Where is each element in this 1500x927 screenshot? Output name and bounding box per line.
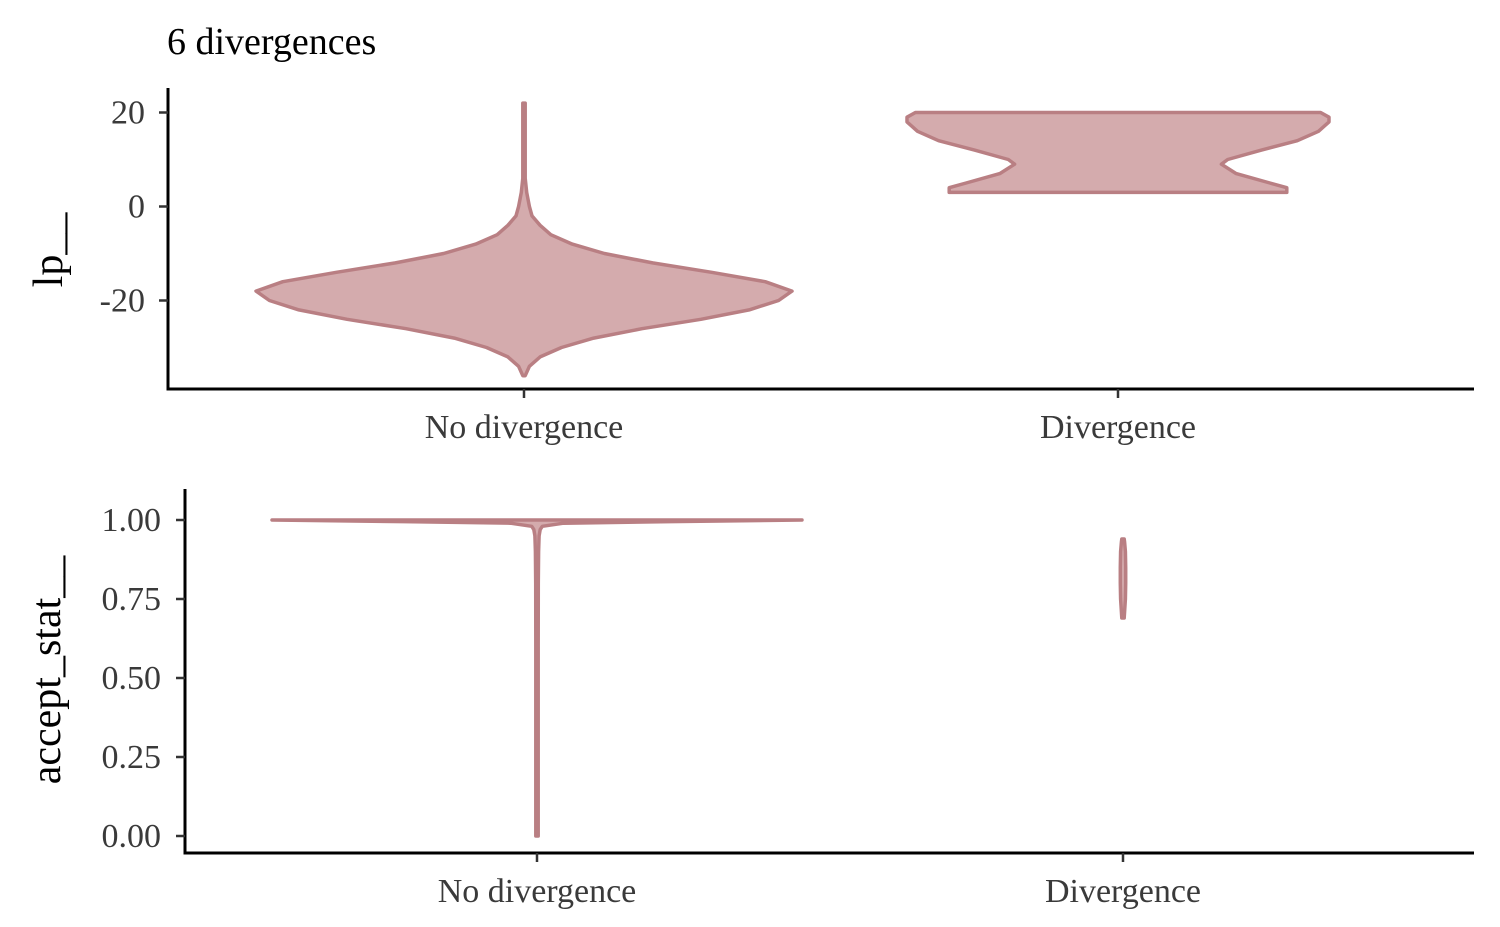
x-tick-label: Divergence <box>1045 873 1201 910</box>
y-axis-label-accept-stat: accept_stat__ <box>24 555 70 785</box>
y-ticks-lp: 20 0 -20 <box>100 95 168 320</box>
y-tick-label: 1.00 <box>102 502 162 539</box>
violin-group-accept-stat <box>270 518 1128 838</box>
chart-title: 6 divergences <box>167 21 376 63</box>
panel-lp: 6 divergences 20 0 -20 No divergence Diverg… <box>26 21 1474 446</box>
x-ticks-accept-stat: No divergence Divergence <box>438 853 1201 910</box>
violin-no-divergence <box>270 518 804 838</box>
x-tick-label: No divergence <box>425 409 624 446</box>
y-ticks-accept-stat: 1.00 0.75 0.50 0.25 0.00 <box>102 502 185 855</box>
y-tick-label: 0.25 <box>102 739 162 776</box>
x-tick-label: Divergence <box>1040 409 1196 446</box>
y-tick-label: 0.00 <box>102 818 162 855</box>
panel-accept-stat: 1.00 0.75 0.50 0.25 0.00 No divergence Diverg… <box>24 489 1474 910</box>
x-ticks-lp: No divergence Divergence <box>425 389 1196 446</box>
violin-group-lp <box>254 101 1331 378</box>
violin-no-divergence <box>254 101 794 378</box>
y-tick-label: 0 <box>128 189 145 226</box>
y-tick-label: 0.75 <box>102 581 162 618</box>
y-tick-label: -20 <box>100 283 145 320</box>
y-tick-label: 0.50 <box>102 660 162 697</box>
y-axis-label-lp: lp__ <box>26 212 72 288</box>
violin-divergence <box>905 110 1331 195</box>
violin-divergence <box>1118 537 1128 620</box>
x-tick-label: No divergence <box>438 873 637 910</box>
y-tick-label: 20 <box>111 95 145 132</box>
